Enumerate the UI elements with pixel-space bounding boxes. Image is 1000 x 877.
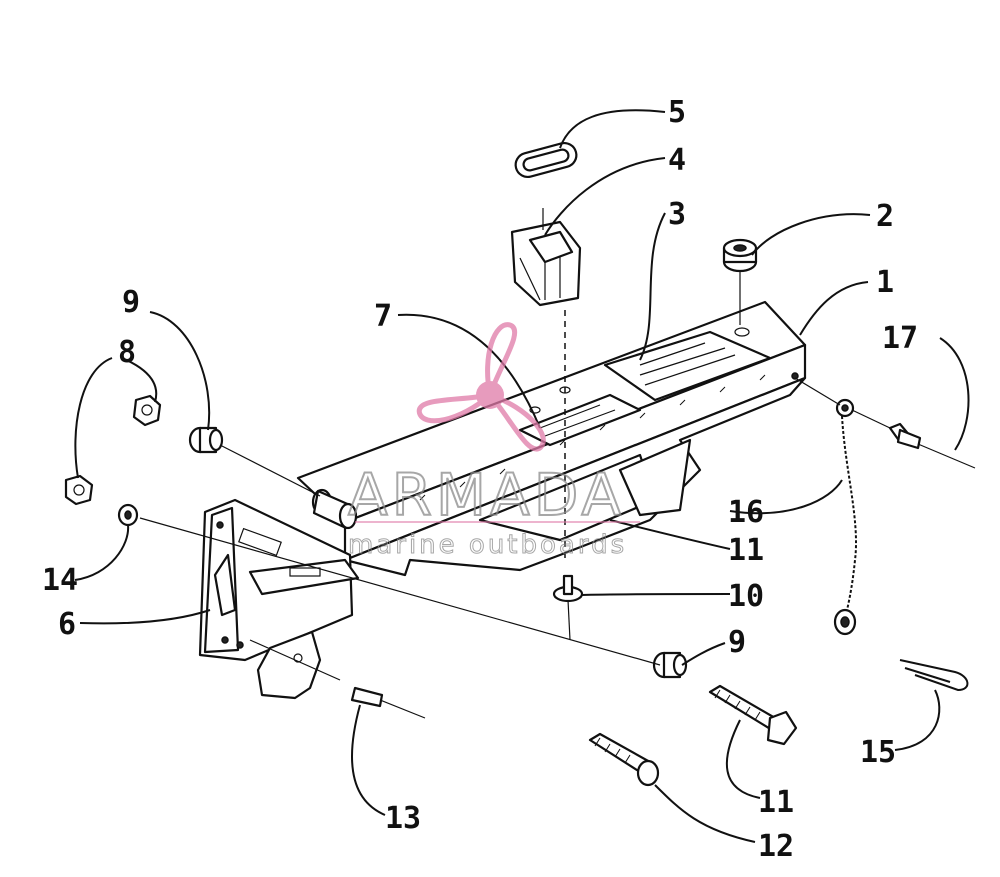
callout-labels: 5 4 3 2 1 17 7 9 8 16 11 14 10 6 9 15 11… <box>42 95 918 864</box>
callout-18: 17 <box>882 321 918 356</box>
propeller-logo-icon <box>417 322 552 452</box>
callout-14: 13 <box>385 801 421 836</box>
callout-11: 11 <box>728 533 764 568</box>
callout-16: 15 <box>860 735 896 770</box>
cam-plate-part <box>256 630 426 719</box>
watermark-brand: ARMADA <box>348 461 625 529</box>
cotter-pin-part <box>794 377 976 469</box>
callout-5: 5 <box>668 95 686 130</box>
callout-4: 4 <box>668 143 686 178</box>
callout-6: 6 <box>58 607 76 642</box>
callout-13: 12 <box>758 829 794 864</box>
main-bracket-part <box>296 300 807 577</box>
lanyard-cord-part <box>833 398 858 636</box>
hair-pin-part <box>899 659 969 692</box>
callout-3: 3 <box>668 197 686 232</box>
watermark: ARMADA marine outboards <box>347 322 640 561</box>
callout-12: 11 <box>758 785 794 820</box>
callout-15: 14 <box>42 563 78 598</box>
clip-part <box>510 208 582 307</box>
side-plate-part <box>198 498 360 662</box>
hex-bolt-part <box>708 684 798 746</box>
callout-8-upper: 8 <box>118 335 136 370</box>
leader-lines <box>74 109 970 843</box>
rivet-pin-part <box>552 574 584 641</box>
callout-1: 1 <box>876 265 894 300</box>
grommet-part <box>722 238 758 325</box>
band-part <box>514 141 578 179</box>
callout-10: 10 <box>728 579 764 614</box>
callout-9-lower: 9 <box>728 625 746 660</box>
callout-9-upper: 9 <box>122 285 140 320</box>
callout-17: 16 <box>728 495 764 530</box>
watermark-tagline: marine outboards <box>348 530 627 560</box>
carriage-bolt-part <box>588 732 660 787</box>
hardware-parts <box>64 394 688 679</box>
callout-2: 2 <box>876 199 894 234</box>
callout-7: 7 <box>374 299 392 334</box>
